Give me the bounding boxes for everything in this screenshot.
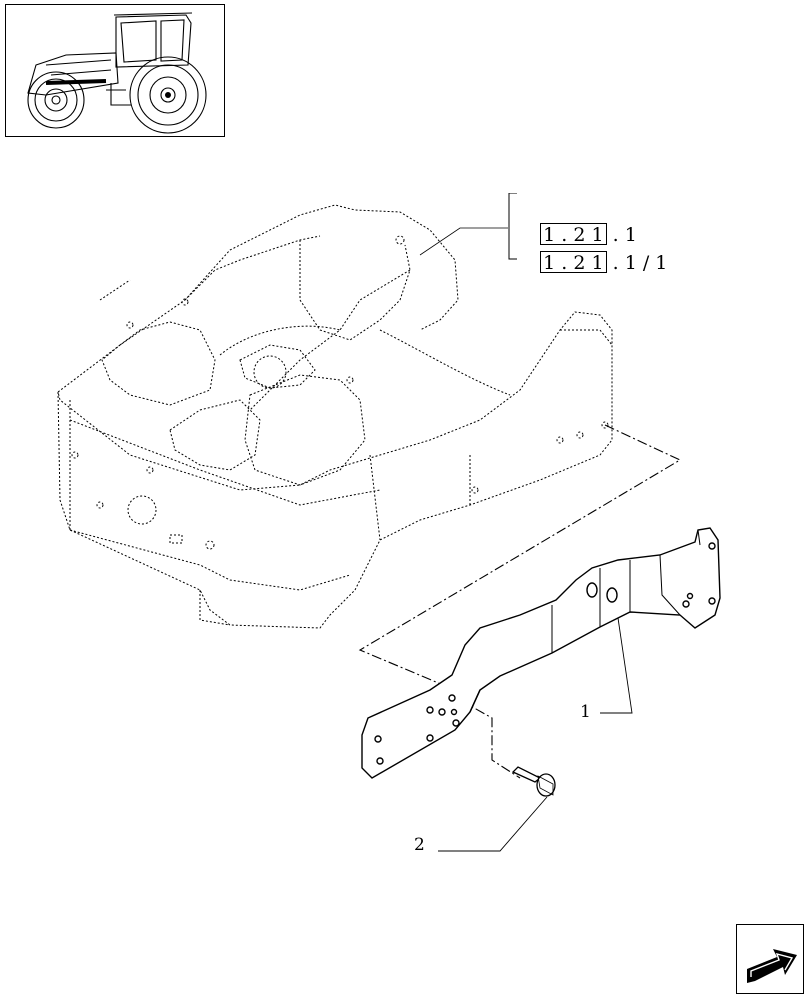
reference-row[interactable]: 1 . 2 1 . 1 <box>516 199 637 246</box>
callout-2: 2 <box>414 835 425 855</box>
next-page-button[interactable] <box>736 924 804 994</box>
support-bracket-part-1 <box>361 527 721 779</box>
reference-code-box[interactable]: 1 . 2 1 <box>540 251 607 274</box>
reference-code-suffix: . 1 <box>606 224 637 246</box>
reference-leader-line <box>419 227 508 256</box>
front-support-frame <box>57 204 613 629</box>
callout-1: 1 <box>580 702 591 722</box>
tractor-thumbnail <box>5 4 225 137</box>
next-page-arrow-icon <box>747 949 797 983</box>
reference-bracket <box>508 193 517 260</box>
assembly-lines <box>358 424 682 779</box>
reference-code-suffix: . 1 / 1 <box>606 252 668 274</box>
callout-leaders <box>438 617 633 852</box>
reference-codes: 1 . 2 1 . 1 1 . 2 1 . 1 / 1 <box>508 193 708 274</box>
reference-row[interactable]: 1 . 2 1 . 1 / 1 <box>516 227 667 274</box>
bolt-part-2 <box>511 766 556 797</box>
tractor-icon <box>27 12 207 134</box>
reference-code-box[interactable]: 1 . 2 1 <box>540 223 607 246</box>
